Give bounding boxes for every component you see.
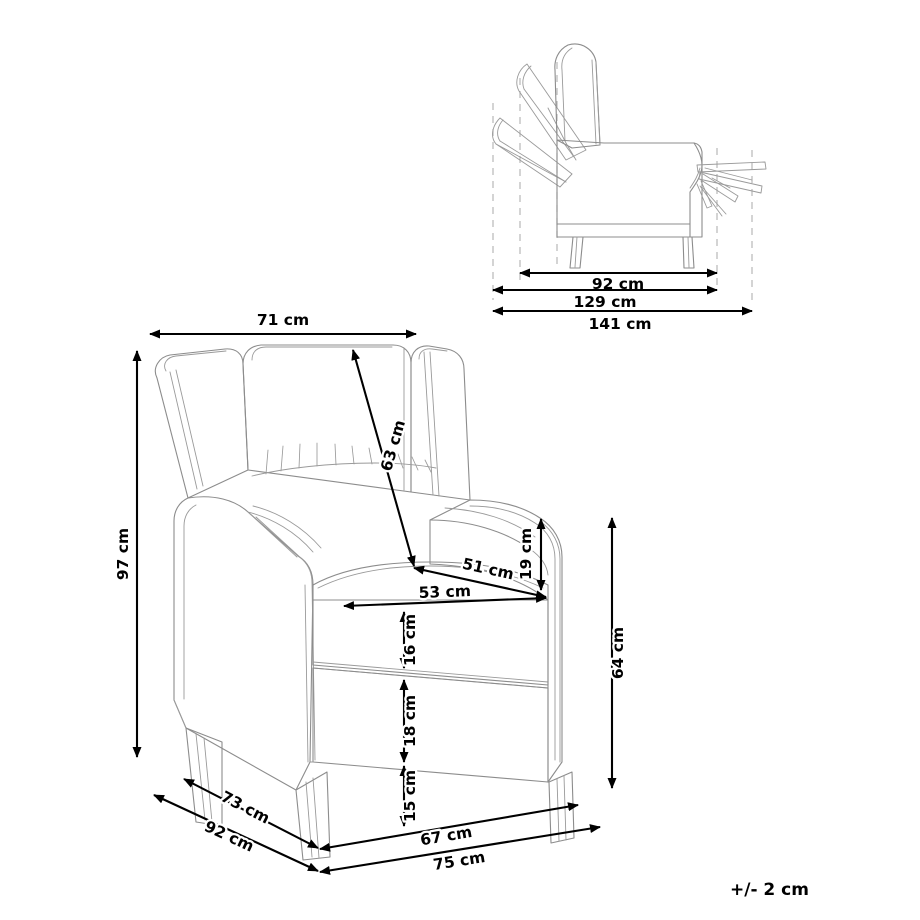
- front-view-group: 71 cm 97 cm 63 cm 51 cm 53 cm 19 cm: [112, 309, 630, 877]
- right-back-wing: [410, 345, 471, 501]
- dim-label-67: 67 cm: [419, 823, 474, 850]
- front-center-leg: [295, 771, 331, 861]
- dim-97: 97 cm: [112, 350, 142, 758]
- left-armrest-top: [247, 505, 322, 553]
- reclined-back-outline-mid: [516, 63, 587, 161]
- back-cushion-tufting: [251, 442, 437, 477]
- dim-side-141: 141 cm: [492, 306, 753, 335]
- dim-label-16: 16 cm: [401, 614, 419, 666]
- right-armrest: [429, 499, 563, 783]
- dim-label-92-front: 92 cm: [202, 817, 257, 855]
- left-back-wing: [154, 348, 249, 499]
- base-panel: [312, 667, 549, 783]
- dim-18: 18 cm: [399, 679, 421, 763]
- seat-front-panel: [312, 599, 549, 689]
- dim-side-129: 129 cm: [492, 285, 718, 313]
- dim-label-64: 64 cm: [609, 627, 627, 679]
- dim-label-53: 53 cm: [418, 582, 471, 602]
- reclined-back-outline-far: [492, 117, 573, 188]
- dim-label-19: 19 cm: [517, 528, 535, 580]
- dim-label-18: 18 cm: [401, 695, 419, 747]
- tolerance-note: +/- 2 cm: [730, 880, 809, 900]
- side-footrest-mechanism: [696, 161, 767, 217]
- dim-label-71: 71 cm: [257, 311, 309, 329]
- side-view-group: 92 cm 129 cm 141 cm: [492, 43, 767, 335]
- dim-15: 15 cm: [399, 765, 421, 827]
- dim-label-15: 15 cm: [401, 770, 419, 822]
- side-backrest: [554, 43, 601, 149]
- side-body: [556, 139, 703, 238]
- dim-label-73: 73 cm: [218, 788, 273, 828]
- side-view-guides: [492, 62, 753, 300]
- recline-mechanism-lines: [495, 107, 577, 188]
- dim-53: 53 cm: [343, 580, 547, 611]
- dim-label-side-129: 129 cm: [573, 293, 636, 311]
- dim-67: 67 cm: [319, 802, 579, 852]
- dim-63: 63 cm: [351, 349, 416, 567]
- side-legs: [569, 236, 695, 269]
- dim-label-side-141: 141 cm: [588, 315, 651, 333]
- left-armrest: [173, 496, 316, 791]
- dim-71: 71 cm: [149, 309, 417, 339]
- dim-19: 19 cm: [515, 518, 546, 591]
- base-left-edge: [173, 699, 314, 763]
- dim-64: 64 cm: [607, 517, 629, 789]
- dim-16: 16 cm: [399, 611, 421, 669]
- dim-label-97: 97 cm: [114, 528, 132, 580]
